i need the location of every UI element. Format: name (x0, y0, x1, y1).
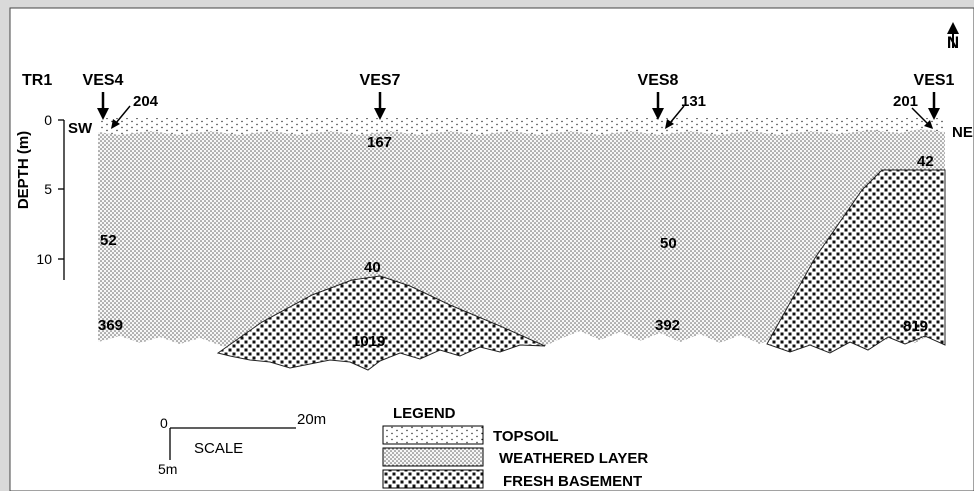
legend-label: TOPSOIL (493, 428, 559, 445)
station-label: VES7 (360, 72, 401, 89)
basement-mound-ves7 (216, 275, 546, 371)
scale-title: SCALE (194, 440, 243, 457)
topsoil-layer (98, 118, 945, 135)
scale-vertical: 5m (158, 461, 177, 477)
resistivity-value: 369 (98, 317, 123, 334)
resistivity-value: 50 (660, 235, 677, 252)
station-arrow-icon (374, 92, 386, 120)
legend-label: WEATHERED LAYER (499, 450, 648, 467)
legend-label: FRESH BASEMENT (503, 473, 642, 490)
legend-swatch-weathered (382, 447, 484, 467)
profile-name: TR1 (22, 72, 52, 89)
station-arrow-icon (97, 92, 109, 120)
topsoil-resistivity: 204 (133, 93, 159, 110)
resistivity-value: 819 (903, 318, 928, 335)
leader-arrow-icon (111, 105, 131, 129)
resistivity-value: 40 (364, 259, 381, 276)
station-label: VES8 (638, 72, 679, 89)
legend: LEGEND TOPSOIL WEATHERED LAYER FRESH BAS… (382, 405, 648, 490)
resistivity-value: 1019 (352, 333, 385, 350)
direction-ne: NE (952, 124, 973, 141)
depth-tick-label: 5 (44, 181, 52, 197)
legend-swatch-basement (382, 469, 484, 489)
station-label: VES1 (914, 72, 955, 89)
resistivity-value: 52 (100, 232, 117, 249)
legend-title: LEGEND (393, 405, 456, 422)
scale-bar: 0 20m SCALE 5m (158, 411, 326, 477)
leader-arrow-icon (911, 107, 933, 129)
north-label: N (947, 33, 959, 52)
resistivity-value: 392 (655, 317, 680, 334)
station-arrow-icon (652, 92, 664, 120)
scale-horizontal: 20m (297, 411, 326, 428)
station-label: VES4 (83, 72, 124, 89)
topsoil-resistivity: 131 (681, 93, 706, 110)
leader-arrow-icon (665, 105, 685, 129)
resistivity-value: 167 (367, 134, 392, 151)
depth-axis-label: DEPTH (m) (15, 131, 32, 209)
direction-sw: SW (68, 120, 93, 137)
depth-tick-label: 10 (36, 251, 52, 267)
scale-origin: 0 (160, 415, 168, 431)
topsoil-resistivity: 201 (893, 93, 918, 110)
resistivity-value: 42 (917, 153, 934, 170)
depth-tick-label: 0 (44, 112, 52, 128)
legend-swatch-topsoil (382, 425, 484, 445)
station-arrow-icon (928, 92, 940, 120)
north-arrow-icon: N (947, 22, 959, 52)
basement-block-ves1 (766, 169, 946, 354)
